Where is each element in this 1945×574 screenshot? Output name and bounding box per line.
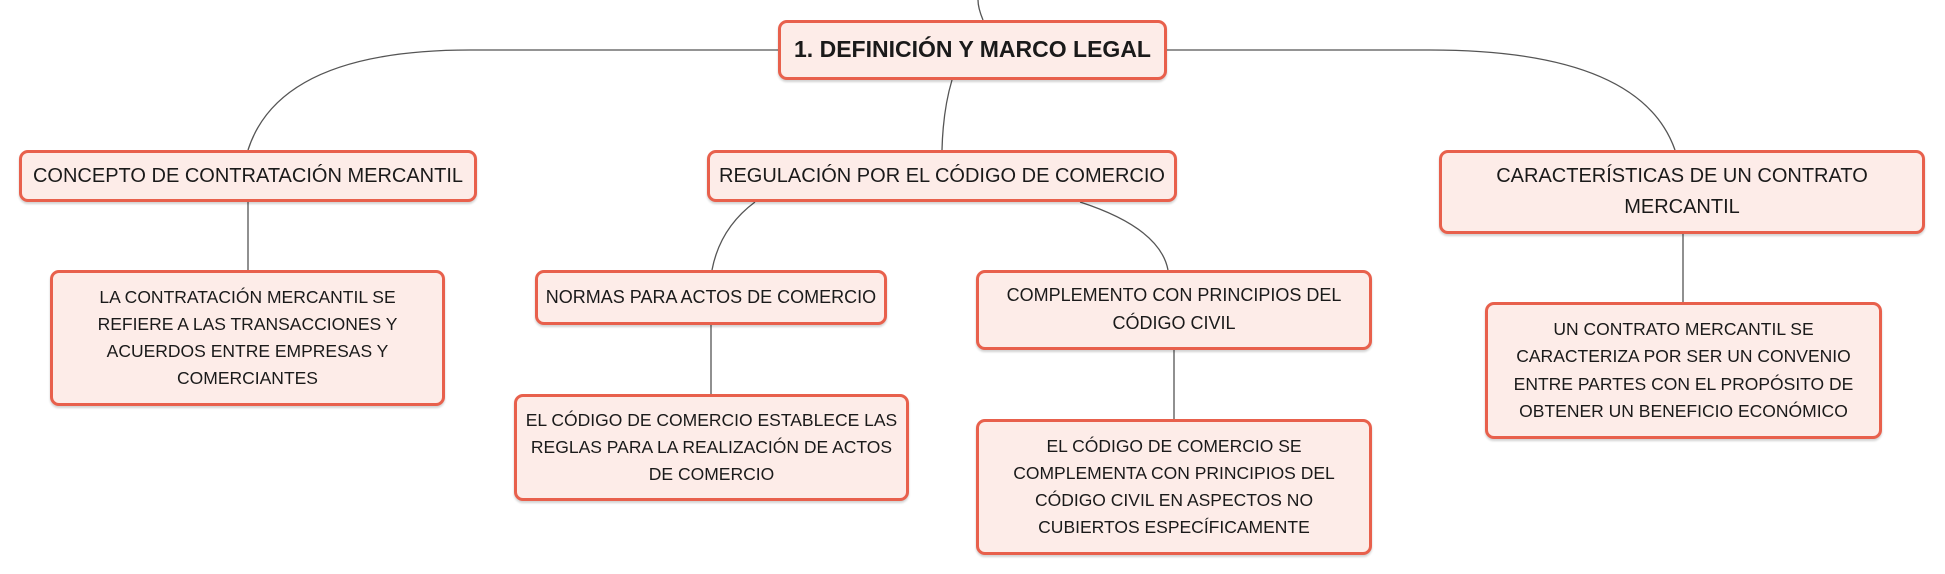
root-topic-label: 1. DEFINICIÓN Y MARCO LEGAL <box>794 36 1151 63</box>
normas-detail[interactable]: EL CÓDIGO DE COMERCIO ESTABLECE LAS REGL… <box>514 394 909 501</box>
subtopic-normas-label: NORMAS PARA ACTOS DE COMERCIO <box>545 286 877 307</box>
subtopic-complemento-label: COMPLEMENTO CON PRINCIPIOS DEL CÓDIGO CI… <box>1006 285 1342 333</box>
subtopic-normas[interactable]: NORMAS PARA ACTOS DE COMERCIO <box>535 270 887 325</box>
root-topic[interactable]: 1. DEFINICIÓN Y MARCO LEGAL <box>778 20 1167 80</box>
connector-regulacion-complemento <box>1079 201 1169 271</box>
connector-regulacion-normas <box>711 201 756 271</box>
complemento-detail[interactable]: EL CÓDIGO DE COMERCIO SE COMPLEMENTA CON… <box>976 419 1372 555</box>
topic-regulacion-label: REGULACIÓN POR EL CÓDIGO DE COMERCIO <box>719 164 1165 187</box>
caracteristicas-detail[interactable]: UN CONTRATO MERCANTIL SE CARACTERIZA POR… <box>1485 302 1882 439</box>
topic-caracteristicas-label: CARACTERÍSTICAS DE UN CONTRATO MERCANTIL <box>1496 165 1868 218</box>
topic-regulacion[interactable]: REGULACIÓN POR EL CÓDIGO DE COMERCIO <box>707 150 1177 202</box>
complemento-detail-text: EL CÓDIGO DE COMERCIO SE COMPLEMENTA CON… <box>1013 435 1335 538</box>
subtopic-complemento[interactable]: COMPLEMENTO CON PRINCIPIOS DEL CÓDIGO CI… <box>976 270 1372 350</box>
topic-caracteristicas[interactable]: CARACTERÍSTICAS DE UN CONTRATO MERCANTIL <box>1439 150 1925 234</box>
connector-root-concepto <box>247 49 778 151</box>
connector-root-regulacion <box>941 79 953 151</box>
connector-root-caracteristicas <box>1167 49 1676 151</box>
concepto-detail[interactable]: LA CONTRATACIÓN MERCANTIL SE REFIERE A L… <box>50 270 445 406</box>
concepto-detail-text: LA CONTRATACIÓN MERCANTIL SE REFIERE A L… <box>97 286 398 389</box>
topic-concepto-label: CONCEPTO DE CONTRATACIÓN MERCANTIL <box>32 164 464 187</box>
normas-detail-text: EL CÓDIGO DE COMERCIO ESTABLECE LAS REGL… <box>525 409 898 485</box>
topic-concepto[interactable]: CONCEPTO DE CONTRATACIÓN MERCANTIL <box>19 150 477 202</box>
connector-root-parent <box>977 0 984 21</box>
caracteristicas-detail-text: UN CONTRATO MERCANTIL SE CARACTERIZA POR… <box>1513 319 1854 421</box>
